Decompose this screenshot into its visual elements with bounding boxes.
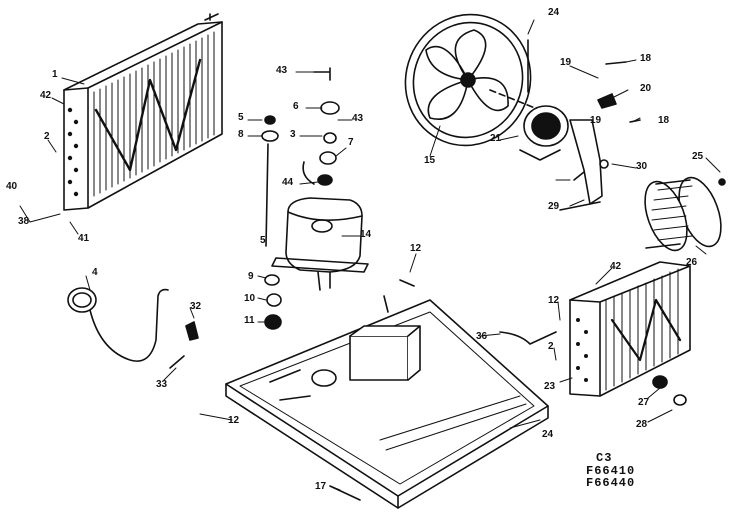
callout-17: 17: [315, 481, 327, 492]
callout-5-b: 5: [260, 235, 266, 246]
capillary-tube: [68, 288, 198, 368]
callout-3: 3: [290, 129, 296, 140]
leader-lines: [20, 20, 720, 490]
callout-25: 25: [692, 151, 704, 162]
callout-38: 38: [18, 216, 30, 227]
callout-18-b: 18: [658, 115, 670, 126]
callout-32: 32: [190, 301, 202, 312]
callout-8: 8: [238, 129, 244, 140]
callout-40: 40: [6, 181, 18, 192]
callout-29: 29: [548, 201, 560, 212]
callout-28: 28: [636, 419, 648, 430]
callout-18: 18: [640, 53, 652, 64]
callout-24-b: 24: [548, 7, 560, 18]
model-code-c3: C3: [596, 451, 613, 465]
callout-6: 6: [293, 101, 299, 112]
compressor-assembly: [262, 68, 368, 329]
callout-19-b: 19: [590, 115, 602, 126]
callout-7: 7: [348, 137, 354, 148]
callout-12: 12: [228, 415, 240, 426]
blower-wheel: [637, 172, 729, 256]
callout-42: 42: [40, 90, 52, 101]
callout-9: 9: [248, 271, 254, 282]
callout-44: 44: [282, 177, 294, 188]
evaporator-coil: [500, 262, 690, 405]
callout-42-b: 42: [610, 261, 622, 272]
fan-motor: [520, 62, 640, 210]
model-code-f66440: F66440: [586, 476, 636, 491]
callout-43: 43: [276, 65, 288, 76]
callout-1: 1: [52, 69, 58, 80]
model-code-f66410: F66410: [586, 463, 636, 478]
callout-33: 33: [156, 379, 168, 390]
callout-10: 10: [244, 293, 256, 304]
callout-15: 15: [424, 155, 436, 166]
callout-30: 30: [636, 161, 648, 172]
fan-blade: [386, 0, 560, 164]
callout-24: 24: [542, 429, 554, 440]
callout-11: 11: [244, 315, 255, 326]
callout-5: 5: [238, 112, 244, 123]
callout-23: 23: [544, 381, 556, 392]
callout-4: 4: [92, 267, 98, 278]
callout-26: 26: [686, 257, 698, 268]
callout-27: 27: [638, 397, 650, 408]
callout-20: 20: [640, 83, 652, 94]
callout-19: 19: [560, 57, 572, 68]
callout-12-c: 12: [548, 295, 560, 306]
callout-21: 21: [490, 133, 502, 144]
condenser-coil: [64, 14, 222, 210]
callout-36: 36: [476, 331, 488, 342]
callout-43-b: 43: [352, 113, 364, 124]
callout-41: 41: [78, 233, 90, 244]
callout-12-b: 12: [410, 243, 422, 254]
base-pan: [226, 280, 548, 508]
callout-2: 2: [44, 131, 50, 142]
model-block: C3 F66410 F66440: [586, 452, 635, 490]
callout-14: 14: [360, 229, 372, 240]
callout-2-b: 2: [548, 341, 554, 352]
